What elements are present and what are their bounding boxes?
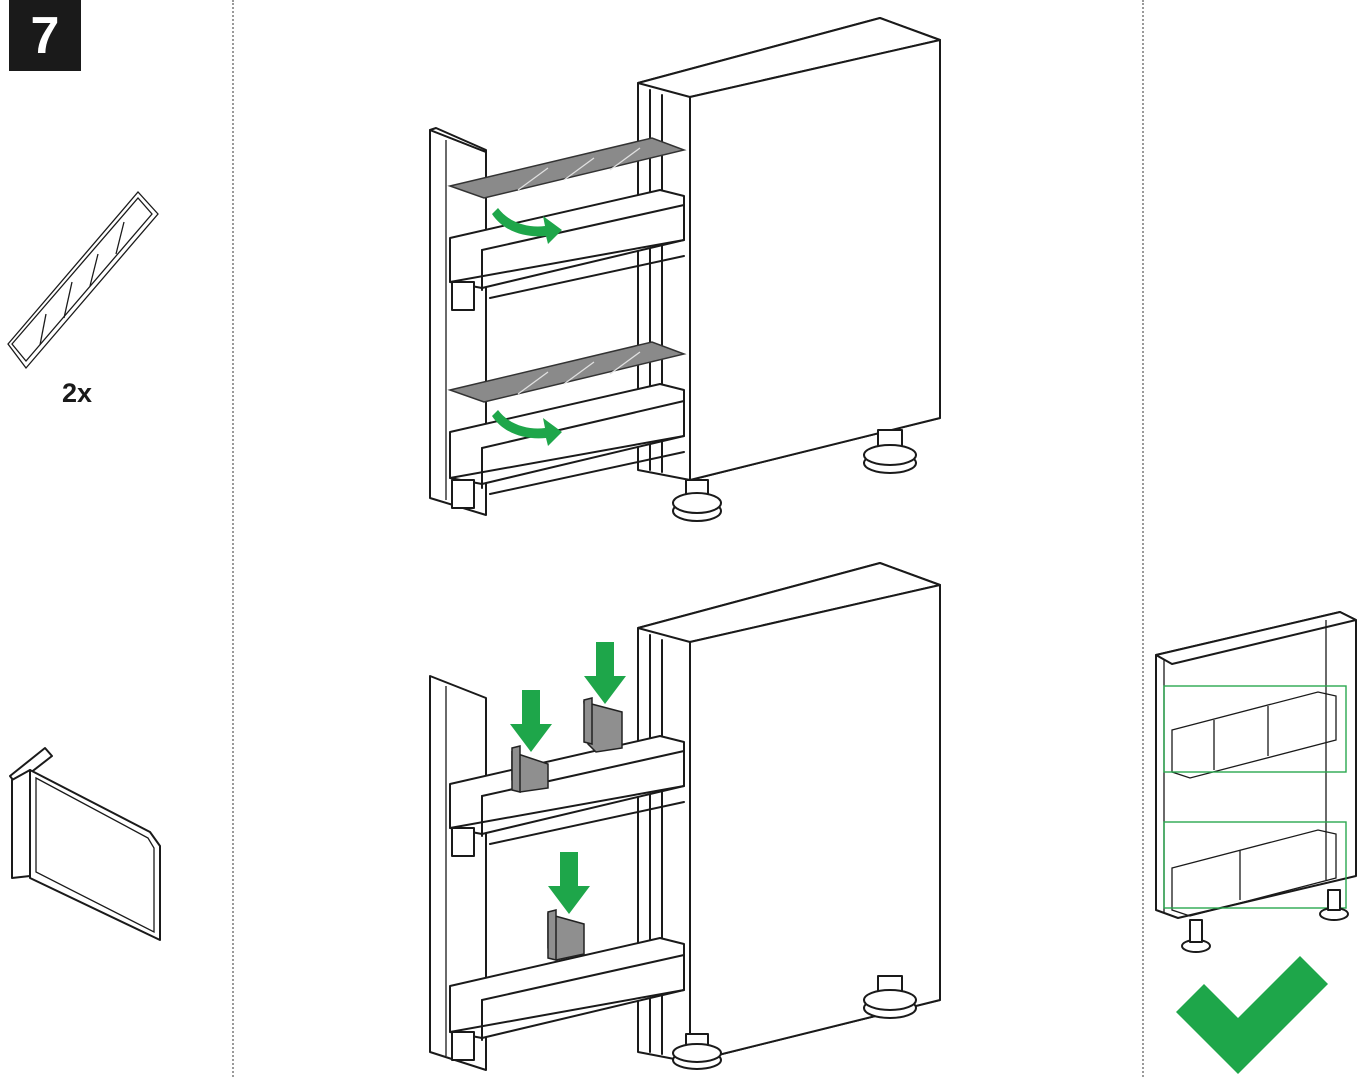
completed-cabinet-icon	[1155, 611, 1357, 953]
basket-upper	[449, 735, 685, 857]
top-cabinet-assembly	[429, 17, 941, 522]
down-arrow-icon	[548, 852, 590, 914]
down-arrow-icon	[510, 690, 552, 752]
basket-lower	[449, 383, 685, 509]
curved-arrow-icon	[492, 410, 562, 446]
cabinet-foot	[672, 479, 722, 522]
check-icon	[1176, 956, 1328, 1074]
curved-arrow-icon	[492, 208, 562, 244]
glass-shelf-icon	[7, 191, 159, 370]
divider-panel-icon	[9, 747, 161, 941]
cabinet-foot	[863, 429, 917, 474]
step-number-badge: 7	[9, 0, 81, 71]
down-arrow-icon	[584, 642, 626, 704]
glass-shelf-upper	[447, 137, 687, 199]
cabinet-foot	[672, 1033, 722, 1070]
divider-panel	[511, 745, 549, 793]
glass-shelf-lower	[447, 341, 687, 403]
divider-panel	[547, 909, 585, 961]
left-divider-line	[232, 0, 234, 1077]
basket-lower	[449, 937, 685, 1061]
cabinet-foot	[863, 975, 917, 1019]
glass-quantity-label: 2x	[62, 378, 93, 408]
bottom-cabinet-assembly	[429, 562, 941, 1071]
divider-panel	[583, 697, 623, 753]
basket-upper	[449, 189, 685, 311]
right-divider-line	[1142, 0, 1144, 1077]
